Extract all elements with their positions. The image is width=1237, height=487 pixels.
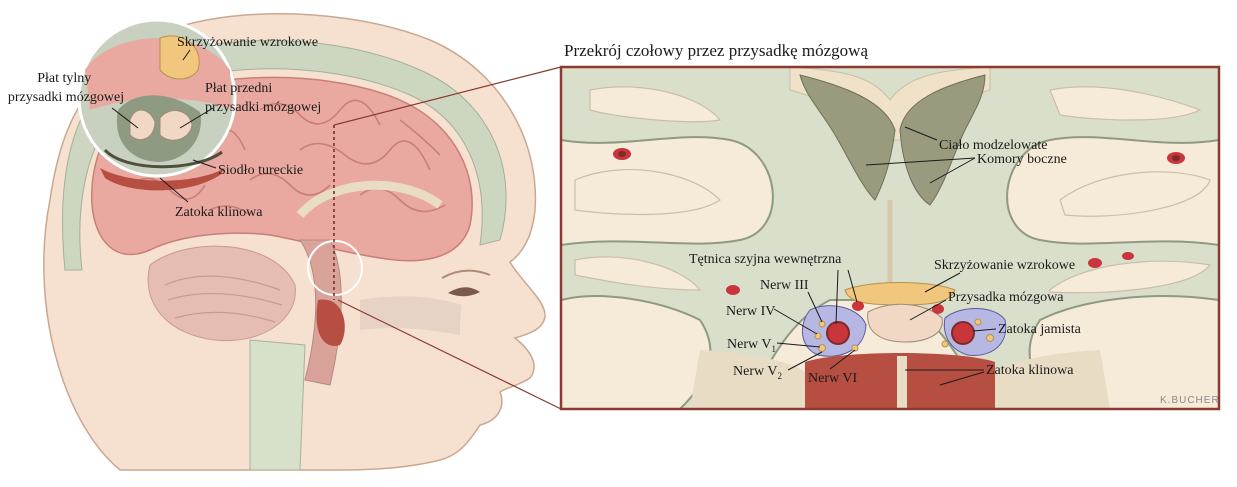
optic-chiasm-section [845,283,955,306]
label-optic-chiasm-head: Skrzyżowanie wzrokowe [177,35,318,50]
label-anterior-lobe-line2: przysadki mózgowej [205,100,321,115]
coronal-section-inset: Ciało modzelowate Komory boczne Tętnica … [561,67,1220,409]
label-nerve-v1: Nerw V1 [727,337,776,354]
label-posterior-lobe-line2: przysadki mózgowej [8,90,124,105]
label-nerve-iii: Nerw III [760,278,809,293]
spinal-cord [250,340,305,470]
label-nerve-iv: Nerw IV [726,304,775,319]
label-nerve-vi: Nerw VI [808,371,857,386]
label-pituitary: Przysadka mózgowa [948,290,1064,305]
label-anterior-lobe-line1: Płat przedni [205,81,272,96]
carotid-left [827,322,849,344]
head-illustration: Skrzyżowanie wzrokowe Płat tylny przysad… [8,14,561,470]
label-sphenoid-sinus-head: Zatoka klinowa [175,205,263,220]
label-corpus-callosum: Ciało modzelowate [939,138,1047,153]
label-nerve-v1-sub: 1 [771,344,776,354]
inset-title: Przekrój czołowy przez przysadkę mózgową [564,41,868,60]
label-optic-chiasm-section: Skrzyżowanie wzrokowe [934,258,1075,273]
artist-signature: K.BUCHER [1160,395,1220,406]
label-sphenoid-sinus-section: Zatoka klinowa [986,363,1074,378]
label-internal-carotid: Tętnica szyjna wewnętrzna [689,252,842,267]
label-posterior-lobe-line1: Płat tylny [37,71,91,86]
label-cavernous-sinus: Zatoka jamista [998,322,1082,337]
label-sella-turcica: Siodło tureckie [218,163,303,178]
carotid-right [952,322,974,344]
label-lateral-ventricles: Komory boczne [977,152,1067,167]
label-nerve-v2: Nerw V2 [733,364,782,381]
label-nerve-v2-sub: 2 [777,371,782,381]
